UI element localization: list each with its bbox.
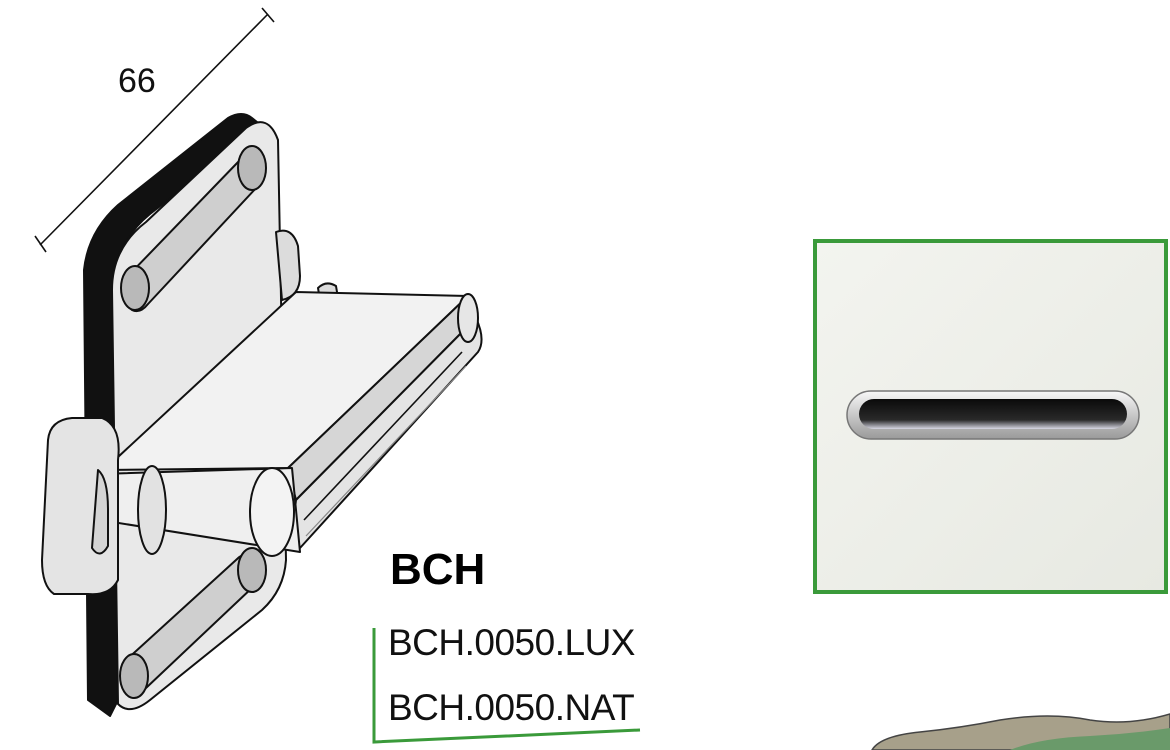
- wood-object-green: [1010, 728, 1170, 750]
- pivot-ring: [249, 467, 295, 557]
- slot-opening: [859, 399, 1127, 429]
- pivot-collar: [137, 465, 167, 555]
- mounting-holes: [119, 145, 267, 699]
- dimension-line: [34, 7, 275, 253]
- slot-image: [846, 390, 1140, 440]
- product-code-lux: BCH.0050.LUX: [388, 622, 635, 663]
- product-code-nat: BCH.0050.NAT: [388, 687, 635, 728]
- product-title: BCH: [390, 545, 486, 594]
- dimension-label: 66: [118, 62, 156, 100]
- bracket-product-drawing: [41, 113, 483, 717]
- accent-lines: [372, 628, 641, 744]
- shelf-end-cap: [457, 293, 479, 343]
- product-photo: [813, 239, 1168, 594]
- shelf-groove: [303, 351, 463, 521]
- end-knuckle-detail: [91, 469, 109, 555]
- shelf-groove-2: [305, 365, 467, 537]
